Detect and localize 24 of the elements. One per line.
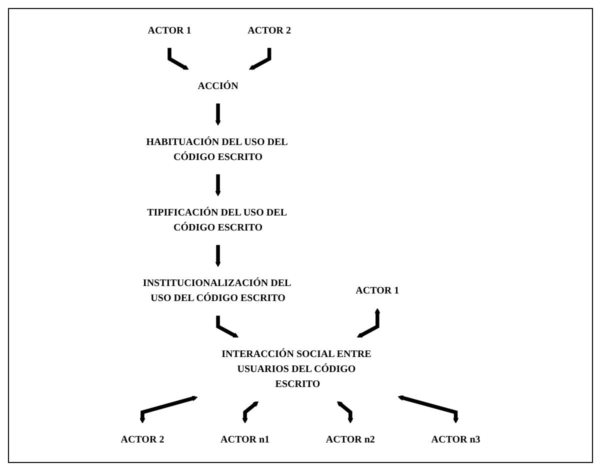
arrow (168, 48, 189, 70)
node-text: ACCIÓN (198, 80, 238, 92)
node-text: INTERACCIÓN SOCIAL ENTRE USUARIOS DEL CÓDIGO ESCRITO (222, 348, 372, 390)
node-text: ACTOR 1 (356, 286, 400, 296)
node-text: INSTITUCIONALIZACIÓN DEL USO DEL CÓDIGO ESCRITO (142, 278, 291, 304)
arrow (215, 103, 221, 126)
node-text: ACTOR n2 (326, 434, 375, 446)
arrow (215, 244, 221, 268)
arrow (248, 48, 272, 70)
node-text: ACTOR n3 (431, 434, 480, 446)
node-text: ACTOR n1 (220, 434, 270, 446)
node-text: HABITUACIÓN DEL USO DEL CÓDIGO ESCRITO (146, 136, 288, 162)
arrow (242, 401, 259, 424)
diagram-frame: ACTOR 1 ACCIÓN ACTOR 2 HABITUACIÓN DEL USO DEL CÓDIGO ESCRITO TIPIFICACIÓN DEL USO DEL CÓDIGO ESCRITO INSTITUCIONALIZACIÓN DEL USO DEL CÓDIGO ESCRITO ACTOR 1 INTERACCIÓN SOCIAL ENTRE USUARIOS DEL CÓDIGO ESCRITO ACTOR 2 ACTOR n1 ACTOR n2 ACTOR n3 (8, 8, 593, 463)
arrow (356, 308, 380, 338)
arrow (398, 395, 459, 424)
node-text: ACTOR 2 (248, 25, 292, 36)
node-text: ACTOR 2 (120, 434, 164, 446)
node-text: ACTOR 1 (148, 25, 192, 36)
arrow (216, 316, 239, 338)
arrow (215, 174, 221, 196)
node-text: TIPIFICACIÓN DEL USO DEL CÓDIGO ESCRITO (147, 207, 286, 233)
arrow (140, 396, 198, 424)
arrow (336, 401, 354, 424)
